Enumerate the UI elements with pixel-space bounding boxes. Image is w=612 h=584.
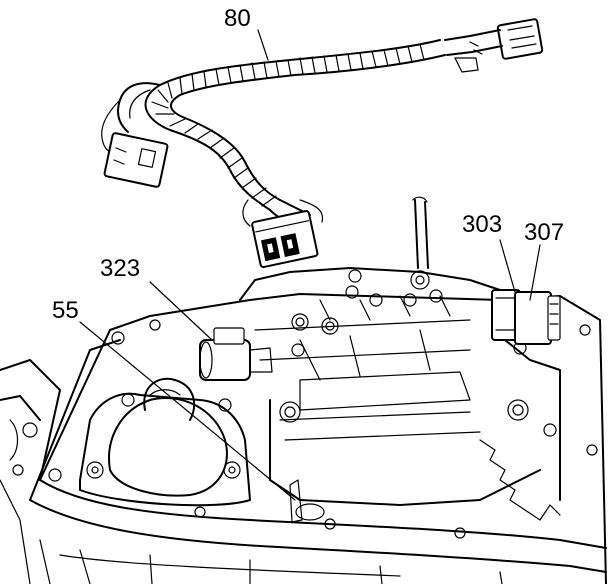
callout-55: 55 [52, 297, 79, 324]
connector-307 [514, 291, 561, 345]
wiring-harness [101, 18, 544, 268]
callout-80: 80 [224, 5, 251, 32]
component-55 [289, 479, 325, 523]
leader-lines [79, 29, 541, 501]
solenoid-323 [199, 327, 273, 381]
accumulator-housing [79, 377, 251, 507]
callout-303: 303 [462, 211, 502, 238]
callout-323: 323 [100, 255, 140, 282]
callout-307: 307 [524, 219, 564, 246]
transmission-case [0, 293, 607, 584]
